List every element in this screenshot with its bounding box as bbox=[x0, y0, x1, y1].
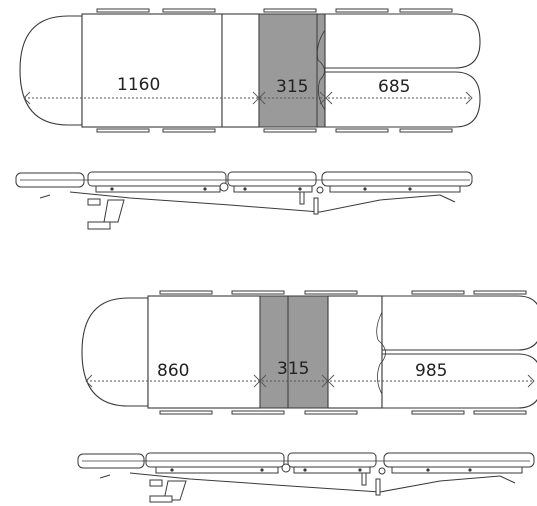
dim-label-2a: 860 bbox=[157, 361, 189, 381]
leg-upper-1 bbox=[324, 13, 481, 69]
leg-upper-2 bbox=[381, 295, 537, 351]
dim-label-2c: 985 bbox=[415, 361, 447, 381]
top-view-2: 860 315 985 bbox=[81, 290, 537, 415]
back-section-1 bbox=[81, 13, 223, 128]
rails-top-2 bbox=[159, 290, 527, 415]
top-view-1: 1160 315 685 bbox=[19, 8, 481, 133]
head-section-2 bbox=[81, 297, 149, 407]
gray-divider-1 bbox=[316, 13, 326, 128]
dim-label-1a: 1160 bbox=[117, 75, 160, 95]
back-section-2 bbox=[147, 295, 261, 409]
head-section-1 bbox=[19, 15, 83, 126]
gray-segment-1 bbox=[258, 13, 318, 128]
mid-section-2 bbox=[327, 295, 383, 409]
leg-lower-1 bbox=[324, 71, 481, 128]
dim-label-2b: 315 bbox=[277, 359, 309, 379]
dim-label-1b: 315 bbox=[276, 77, 308, 97]
side-view-2 bbox=[77, 452, 535, 503]
side-view-1 bbox=[15, 171, 473, 230]
dim-label-1c: 685 bbox=[378, 77, 410, 97]
mid-section-1 bbox=[221, 13, 260, 128]
gray-segment-2a bbox=[259, 295, 289, 409]
gray-segment-2b bbox=[287, 295, 329, 409]
rails-top-1 bbox=[96, 8, 453, 133]
